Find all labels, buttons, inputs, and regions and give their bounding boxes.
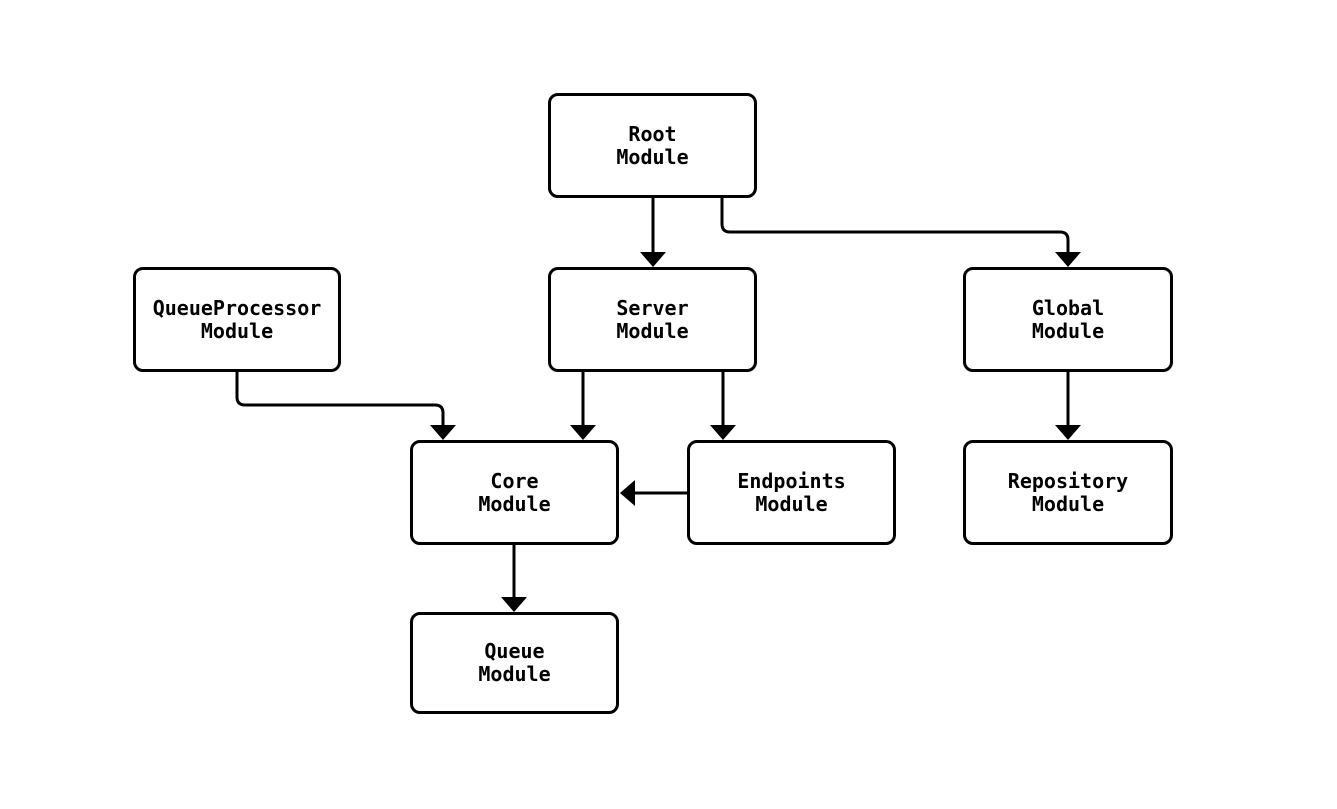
node-label: Module	[755, 491, 828, 516]
edge-queueprocessor-module-to-core-module	[235, 372, 445, 426]
node-label: Core	[490, 468, 539, 493]
arrowhead-core-module-to-queue-module	[501, 597, 527, 612]
node-label: Module	[200, 318, 274, 343]
node-label: Endpoints	[737, 468, 846, 493]
arrowhead-root-module-to-server-module	[640, 252, 666, 267]
node-label: Global	[1031, 295, 1105, 320]
arrowhead-global-module-to-repository-module	[1055, 425, 1081, 440]
arrowhead-endpoints-module-to-core-module	[620, 480, 635, 506]
node-label: Module	[478, 491, 551, 516]
arrowhead-queueprocessor-module-to-core-module	[430, 425, 456, 440]
node-label: Module	[616, 318, 689, 343]
node-label: QueueProcessor	[152, 295, 322, 320]
node-label: Repository	[1007, 468, 1129, 493]
arrowhead-server-module-to-core-module	[570, 425, 596, 440]
node-label: Module	[1031, 491, 1105, 516]
arrowhead-root-module-to-global-module	[1055, 252, 1081, 267]
node-label: Module	[1031, 318, 1105, 343]
edge-root-module-to-global-module	[720, 198, 1070, 253]
node-label: Queue	[484, 639, 545, 663]
node-label: Root	[628, 121, 677, 146]
node-label: Module	[478, 662, 551, 686]
arrowhead-server-module-to-endpoints-module	[710, 425, 736, 440]
node-label: Module	[616, 144, 689, 169]
node-label: Server	[616, 295, 689, 320]
